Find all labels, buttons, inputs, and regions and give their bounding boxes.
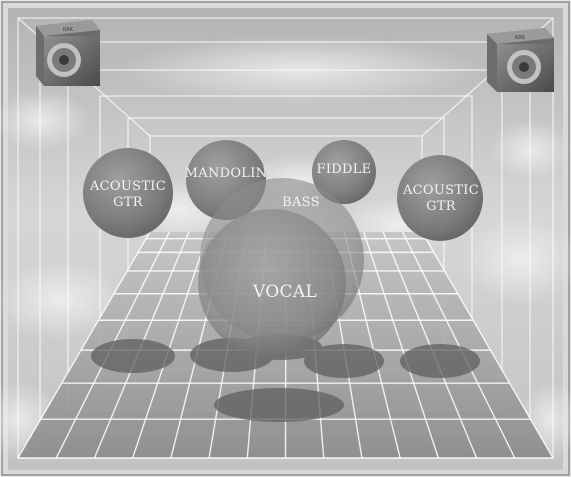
shadow-vocal [214, 388, 344, 422]
label-fiddle: FIDDLE [317, 162, 372, 177]
label-vocal: VOCAL [252, 282, 317, 302]
shadow-fiddle [304, 344, 384, 378]
sphere-vocal: VOCAL [198, 209, 346, 357]
label-bass: BASS [282, 195, 320, 210]
speaker-left: KRK [36, 20, 100, 86]
sphere-acoustic-gtr-left: ACOUSTIC GTR [83, 148, 173, 238]
label-mandolin: MANDOLIN [185, 166, 268, 181]
label-acoustic-gtr-right-2: GTR [426, 199, 457, 214]
shadow-acoustic-gtr-left [91, 339, 175, 373]
sphere-acoustic-gtr-right: ACOUSTIC GTR [397, 155, 483, 241]
label-acoustic-gtr-left-1: ACOUSTIC [89, 179, 166, 194]
speaker-right-brand: KRK [515, 35, 526, 41]
speaker-right: KRK [487, 28, 554, 92]
speaker-left-brand: KRK [63, 27, 74, 33]
label-acoustic-gtr-left-2: GTR [113, 195, 144, 210]
shadow-acoustic-gtr-right [400, 344, 480, 378]
label-acoustic-gtr-right-1: ACOUSTIC [402, 183, 479, 198]
